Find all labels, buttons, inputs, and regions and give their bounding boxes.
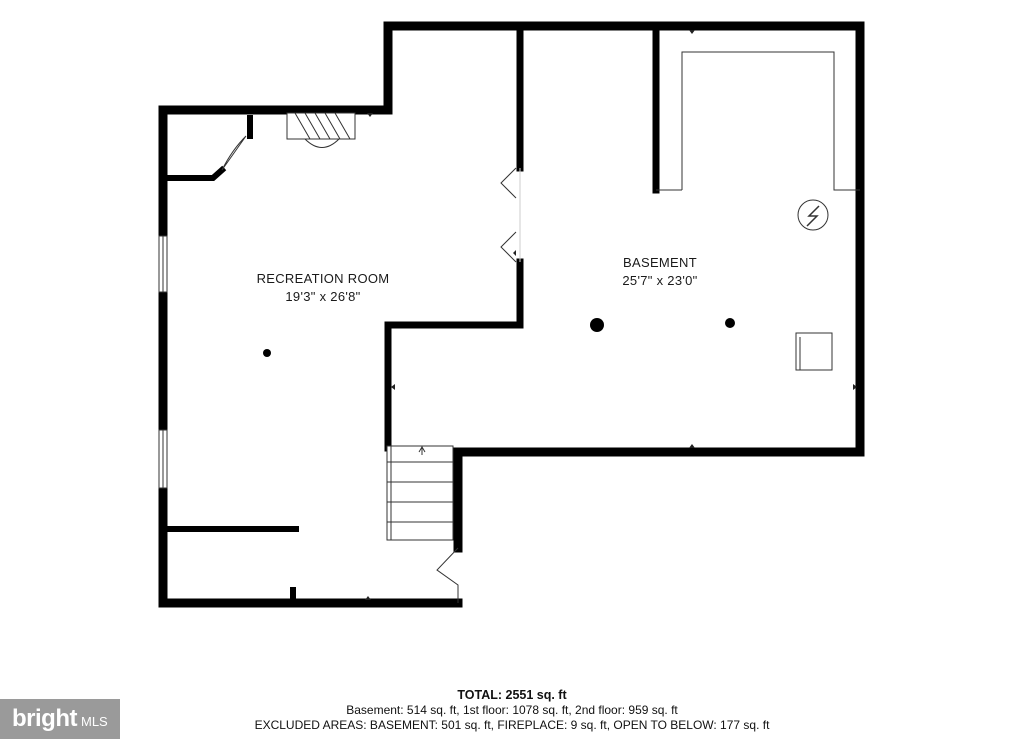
outer-wall-north-left: [158, 21, 865, 553]
area-summary: TOTAL: 2551 sq. ft Basement: 514 sq. ft,…: [0, 688, 1024, 733]
stairs: [386, 445, 454, 541]
column-basement-large: [590, 318, 604, 332]
floor-plan: [158, 21, 865, 608]
basement-dimensions: 25'7" x 23'0": [622, 273, 698, 288]
thin-lines: [158, 51, 860, 603]
recreation-room-dimensions: 19'3" x 26'8": [285, 289, 361, 304]
tick-marks: [365, 30, 857, 600]
fireplace: [286, 112, 356, 140]
basement-label: BASEMENT 25'7" x 23'0": [585, 254, 735, 290]
door-swing-east-upper: [500, 167, 517, 199]
column-recreation: [263, 349, 271, 357]
excluded-areas: EXCLUDED AREAS: BASEMENT: 501 sq. ft, FI…: [254, 718, 770, 732]
interior-walls: [164, 26, 660, 603]
door-swing-south: [436, 547, 459, 603]
logo-mls: MLS: [80, 713, 108, 729]
total-area: TOTAL: 2551 sq. ft: [457, 688, 567, 702]
electric-panel-icon: [797, 199, 829, 231]
wall-stair-step: [384, 321, 524, 452]
basement-name: BASEMENT: [623, 255, 697, 270]
recreation-room-label: RECREATION ROOM 19'3" x 26'8": [238, 270, 408, 306]
walls: [158, 21, 865, 608]
appliance-box: [795, 332, 833, 371]
door-swing-east-lower: [500, 231, 517, 263]
bright-mls-logo: bright MLS: [0, 699, 120, 739]
logo-brand: bright: [12, 705, 77, 732]
recreation-room-name: RECREATION ROOM: [256, 271, 390, 286]
fixtures: [263, 318, 735, 357]
floor-areas: Basement: 514 sq. ft, 1st floor: 1078 sq…: [346, 703, 678, 717]
north-room-inner: [681, 51, 860, 191]
column-basement-small: [725, 318, 735, 328]
door-swing-closet: [221, 135, 247, 171]
wall-closet-bottom: [164, 165, 227, 181]
